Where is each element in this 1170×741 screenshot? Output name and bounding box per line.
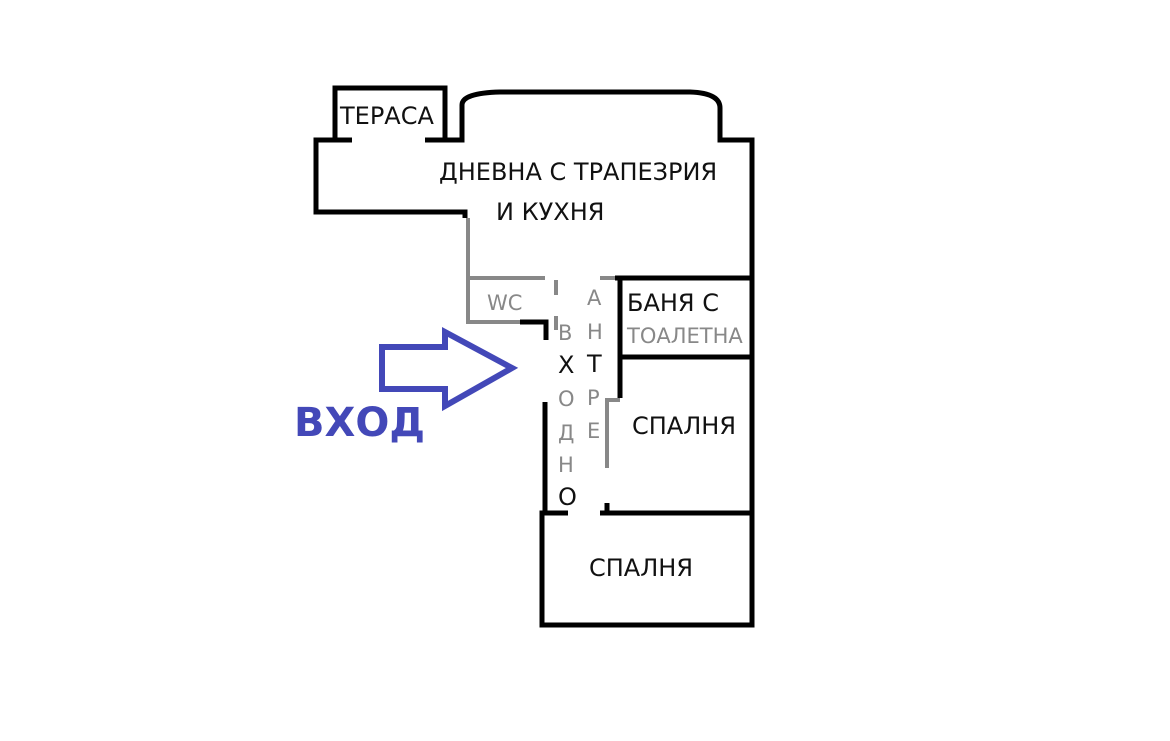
letter: О — [558, 483, 577, 511]
letter: Н — [558, 453, 574, 477]
bathroom-label-line1: БАНЯ С — [627, 289, 719, 317]
bedroom-2-label: СПАЛНЯ — [589, 554, 693, 582]
bathroom-label-line2: ТОАЛЕТНА — [626, 324, 743, 348]
letter: Х — [558, 351, 574, 379]
letter: А — [587, 286, 602, 310]
bedroom-1-label: СПАЛНЯ — [632, 412, 736, 440]
terrace-label: ТЕРАСА — [339, 102, 434, 130]
entrance-label: ВХОД — [294, 400, 425, 446]
letter: Н — [587, 320, 603, 344]
letter: Д — [558, 421, 574, 445]
letter: О — [558, 387, 575, 411]
walls — [313, 85, 755, 628]
wc-label: WC — [487, 291, 522, 315]
entrance-hall-label: В Х О Д Н О — [558, 321, 577, 511]
living-room-label-line2: И КУХНЯ — [496, 198, 604, 226]
living-room-label-line1: ДНЕВНА С ТРАПЕЗРИЯ — [439, 158, 717, 186]
letter: В — [558, 321, 572, 345]
letter: Р — [587, 386, 600, 410]
anteroom-label: А Н Т Р Е — [586, 286, 603, 443]
letter: Т — [586, 350, 602, 378]
entrance-arrow — [379, 326, 519, 412]
letter: Е — [587, 419, 600, 443]
